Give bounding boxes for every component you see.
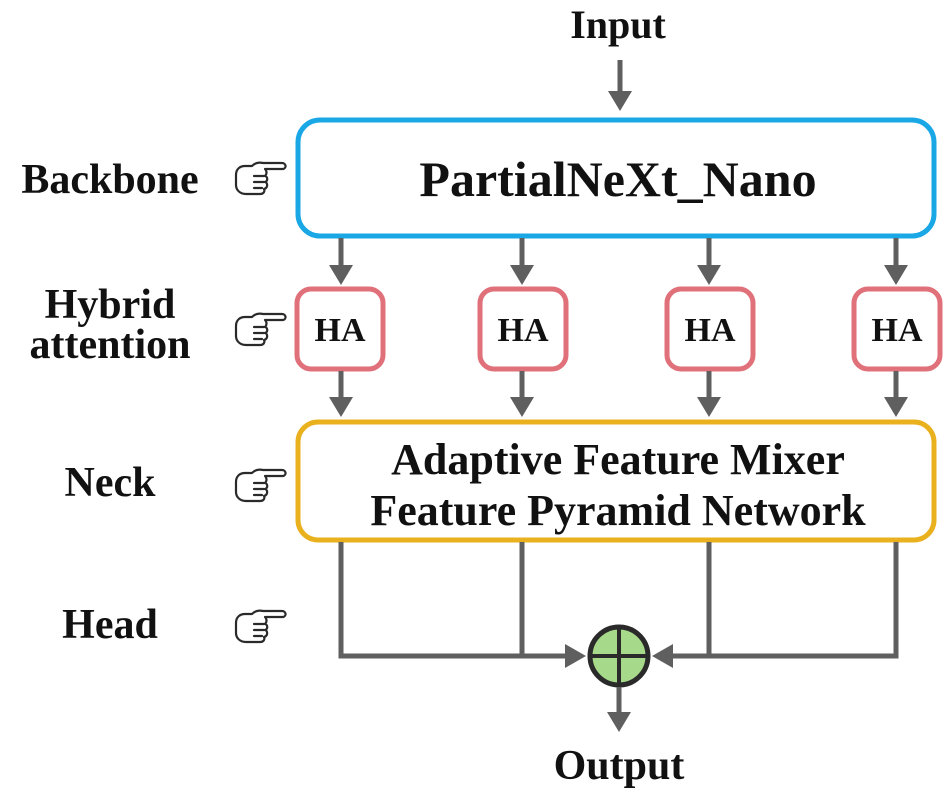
hybrid-attention-label-line2: attention [30,322,191,368]
hybrid-attention-pointer-icon [234,312,287,347]
ha-block-label: HA [315,312,366,349]
ha-block-1: HA [294,286,386,372]
head-label: Head [62,602,158,648]
circle-plus-icon [587,624,651,688]
input-arrowhead [608,91,632,111]
output-arrowhead [607,712,631,732]
backbone-module-name: PartialNeXt_Nano [419,151,816,207]
neck-module-line1: Adaptive Feature Mixer [391,435,845,484]
ha-block-4: HA [851,286,943,372]
output-label: Output [554,743,685,789]
hybrid-attention-label-line1: Hybrid [45,282,176,328]
backbone-pointer-icon [234,161,287,196]
backbone-box [295,117,937,239]
ha-block-3: HA [664,286,756,372]
neck-box [295,419,937,543]
input-label: Input [570,2,666,47]
backbone-label: Backbone [21,157,198,203]
neck-pointer-icon [234,468,287,503]
ha-block-label: HA [498,312,549,349]
neck-module-line2: Feature Pyramid Network [370,486,866,535]
backbone-to-ha-arrows [329,238,908,285]
ha-block-2: HA [477,286,569,372]
ha-to-neck-arrows [329,371,908,417]
head-pointer-icon [234,609,287,644]
ha-block-label: HA [872,312,923,349]
head-merge-lines [338,542,899,668]
neck-label: Neck [65,460,157,506]
ha-block-label: HA [685,312,736,349]
